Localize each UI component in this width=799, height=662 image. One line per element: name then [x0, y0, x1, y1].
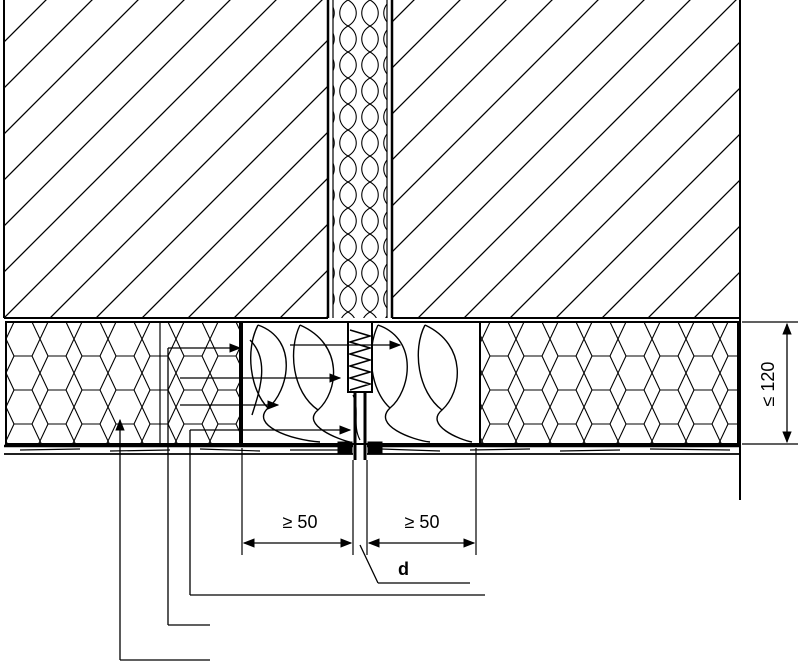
dimension-height: ≤ 120: [742, 321, 798, 445]
joint-width-label: d: [398, 559, 409, 579]
dimension-right: ≥ 50: [366, 448, 477, 555]
concrete-slab: [3, 0, 741, 319]
joint-width: d: [359, 544, 470, 584]
render-layer: [4, 318, 741, 500]
dimension-height-label: ≤ 120: [758, 362, 778, 407]
dimension-left: ≥ 50: [241, 448, 354, 555]
dimension-left-label: ≥ 50: [283, 512, 318, 532]
leader-arrows: [115, 340, 485, 661]
dimension-right-label: ≥ 50: [405, 512, 440, 532]
joint-seal: [347, 321, 373, 460]
insulation-band: [5, 321, 739, 445]
joint-wool-strip: [326, 0, 394, 318]
